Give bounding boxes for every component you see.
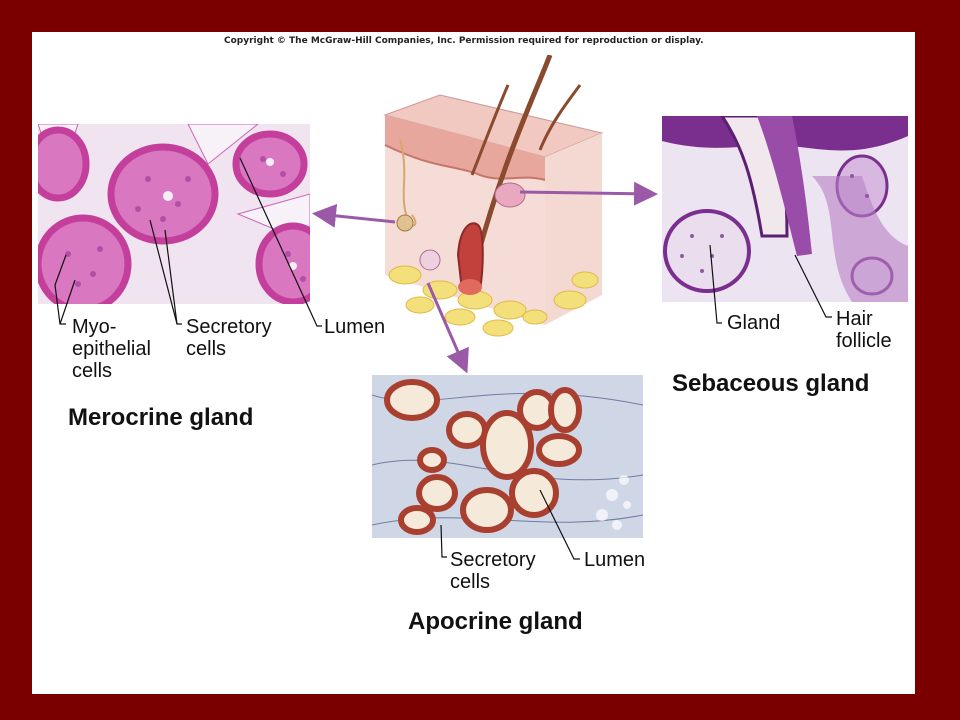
merocrine-micrograph	[38, 124, 310, 304]
merocrine-myoepithelial-label: Myo- epithelial cells	[72, 316, 151, 382]
apocrine-secretory-label: Secretory cells	[450, 549, 536, 593]
apocrine-lumen-label: Lumen	[584, 549, 646, 571]
merocrine-secretory-label: Secretory cells	[186, 316, 272, 360]
apocrine-micrograph	[372, 375, 643, 538]
sebaceous-gland-label: Gland	[727, 312, 781, 334]
arrow-to-merocrine	[312, 203, 396, 228]
arrow-to-apocrine	[426, 282, 469, 374]
skin-cross-section	[383, 55, 604, 337]
sebaceous-title: Sebaceous gland	[672, 370, 870, 397]
arrow-to-sebaceous	[519, 181, 658, 206]
sebaceous-hair-label: Hair follicle	[836, 308, 892, 352]
merocrine-title: Merocrine gland	[68, 404, 254, 431]
apocrine-title: Apocrine gland	[408, 608, 583, 635]
sebaceous-micrograph	[662, 116, 908, 302]
copyright-notice: Copyright © The McGraw-Hill Companies, I…	[224, 36, 704, 46]
merocrine-lumen-label: Lumen	[324, 316, 386, 338]
